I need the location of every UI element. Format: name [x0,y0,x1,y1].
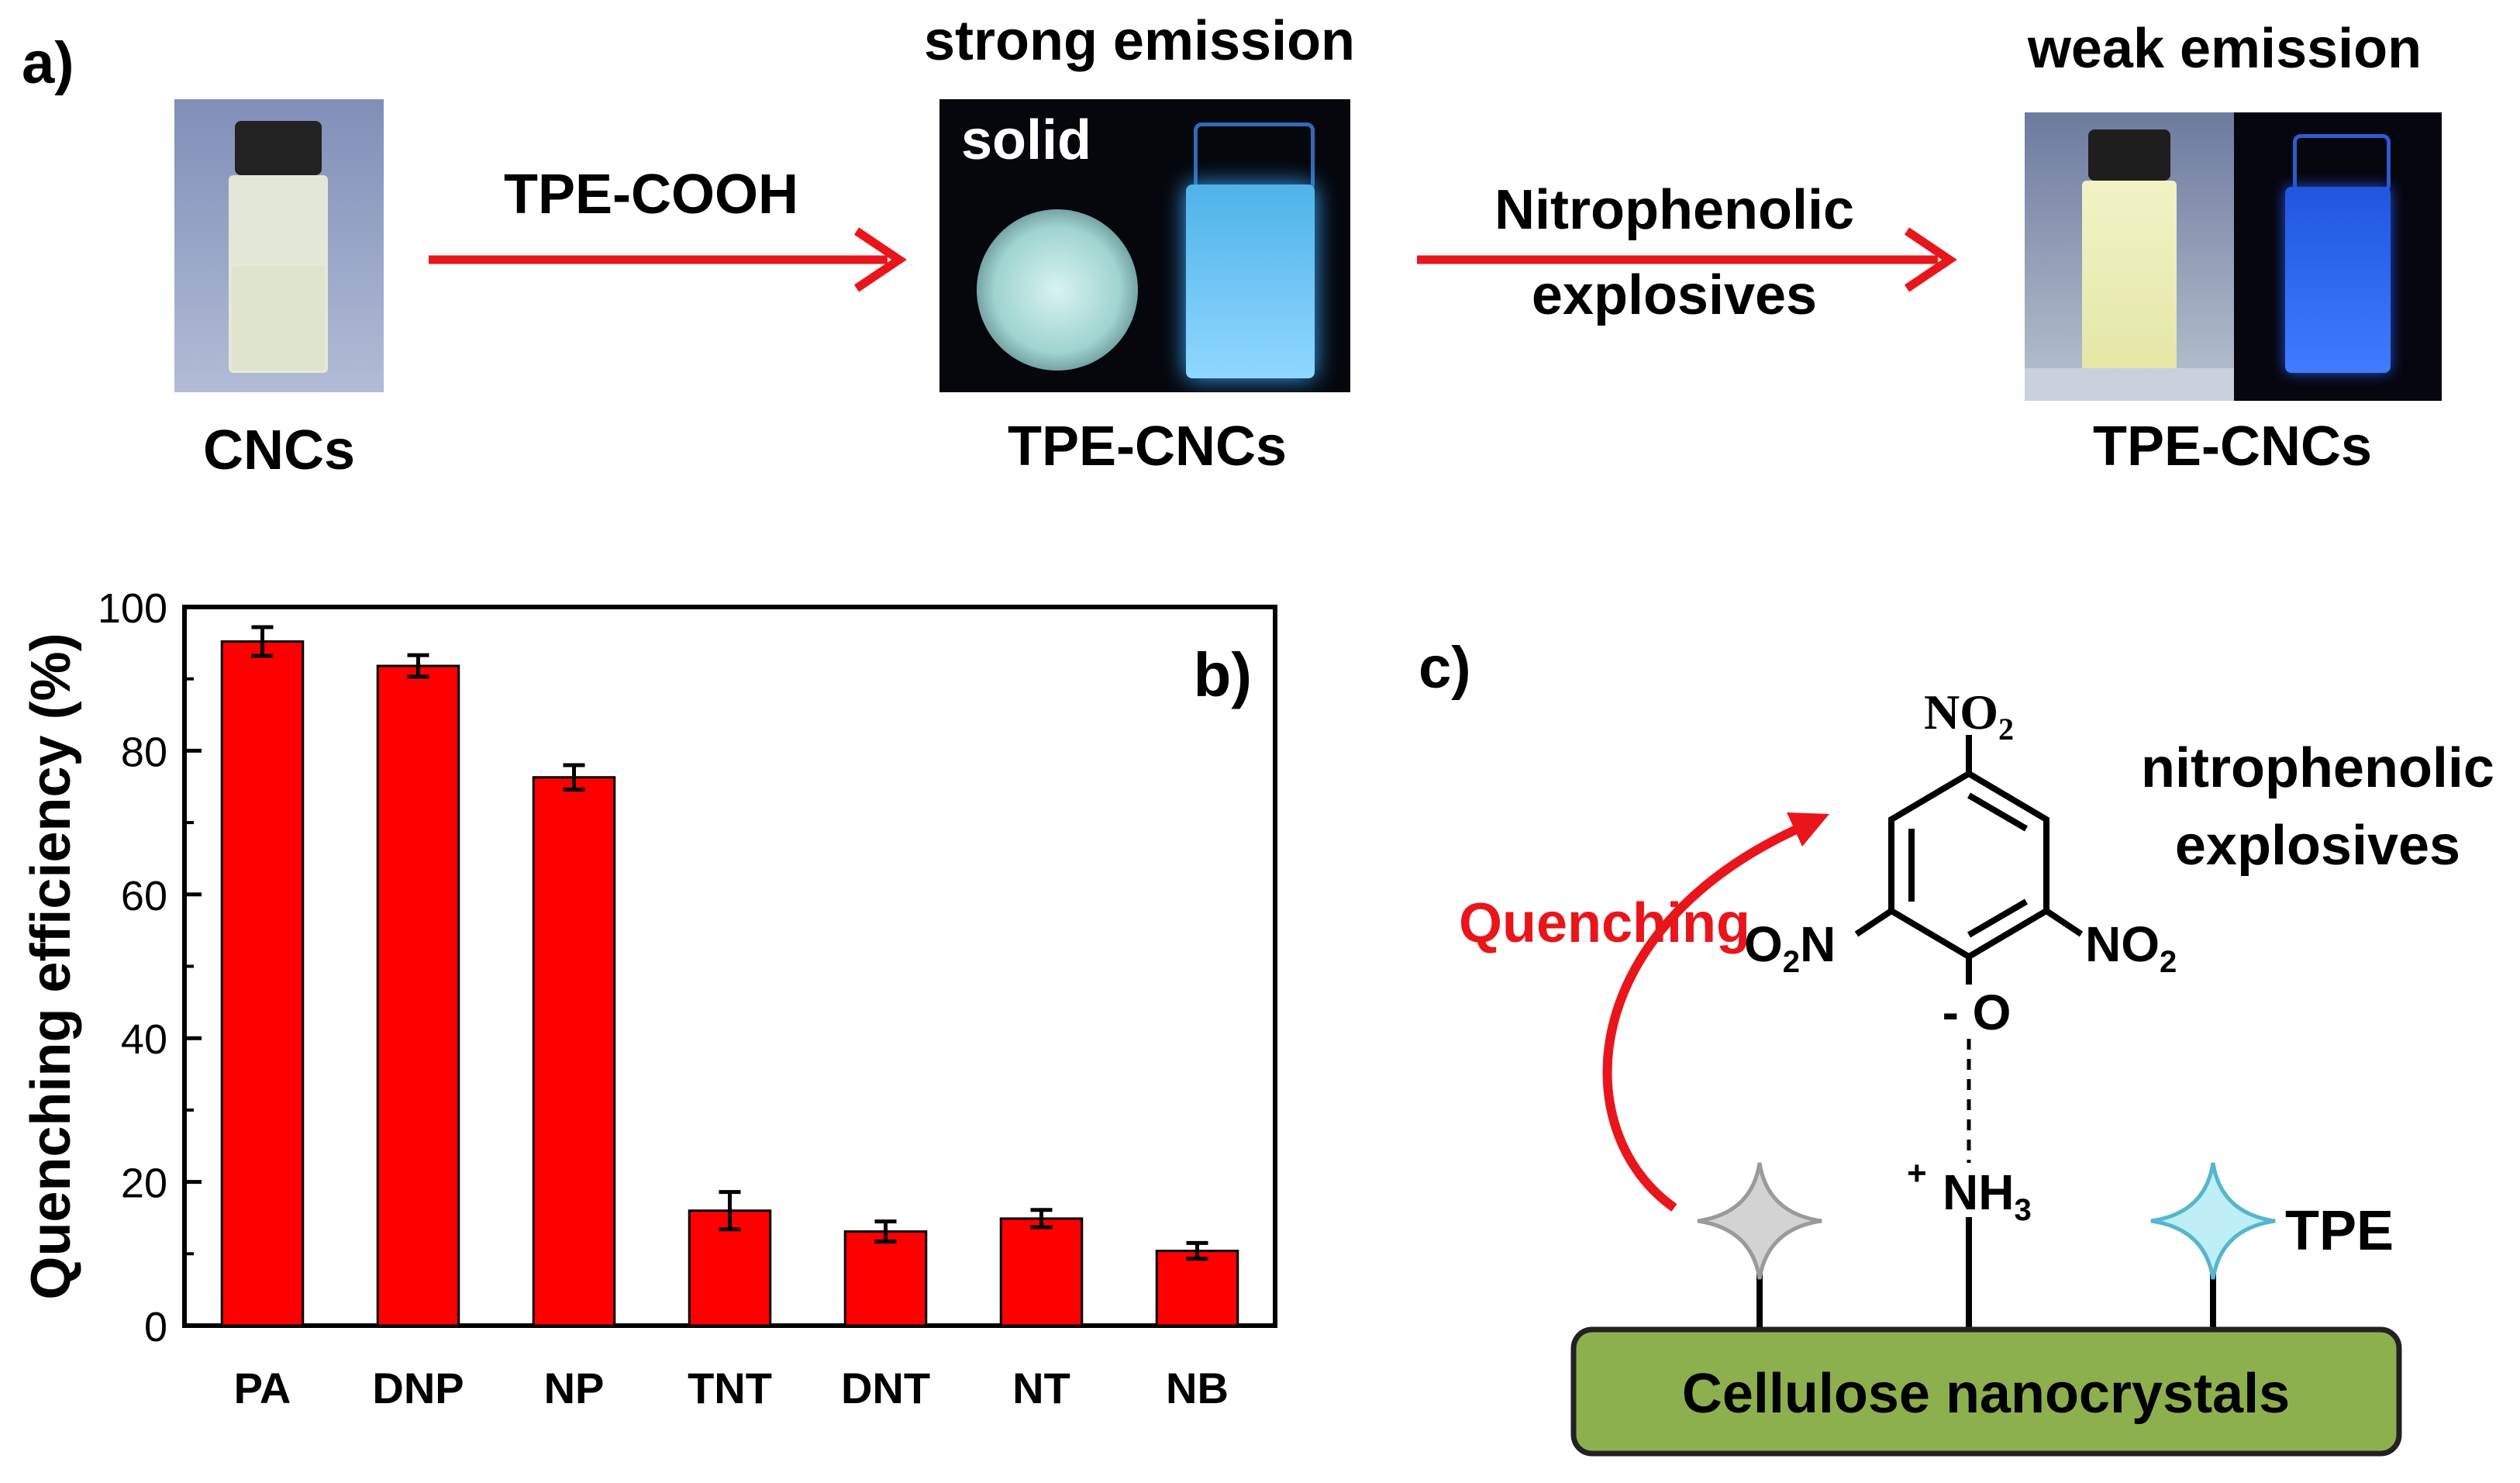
quenched-tpe-star-icon [1697,1162,1822,1333]
sensing-mechanism-diagram: Quenching NO2 O2N NO2 - O + NH3 nitro [1459,685,2494,1457]
weak-emission-label: weak emission [2027,18,2422,80]
quenching-arrowhead [1787,812,1829,847]
cncs-label: CNCs [202,419,356,481]
picric-acid-molecule [1854,735,2084,1333]
substrate-label: Cellulose nanocrystals [1682,1363,2290,1425]
nitrophenolic-label-line2: explosives [2175,815,2460,877]
y-tick-label: 60 [121,873,167,919]
nitro-left-tail: N [1800,916,1836,972]
x-tick-label: NT [1012,1364,1070,1412]
y-tick-label: 80 [121,729,167,775]
tpe-star-icon [2150,1162,2276,1333]
bar-dnp [376,664,460,1327]
panel-a-label: a) [22,30,74,96]
y-axis-label: Quenching efficiency (%) [20,633,82,1299]
solid-label: solid [961,109,1092,171]
svg-text:NH3: NH3 [1943,1164,2032,1227]
y-tick-label: 20 [121,1161,167,1207]
nitro-right-subscript: 2 [2160,945,2177,979]
arrow2 [1417,227,1957,292]
cncs-vial-photo [174,99,384,392]
bar-dnt [843,1230,928,1327]
tpe-cncs-strong-photo [939,99,1350,392]
y-tick-label: 100 [98,585,167,632]
x-tick-label: PA [234,1364,291,1412]
nitro-left: O [1744,916,1783,972]
quenching-arrow [1602,817,1816,1212]
strong-emission-label: strong emission [923,10,1356,72]
quenching-label: Quenching [1459,892,1750,954]
arrow2-label-line2: explosives [1531,264,1818,326]
x-tick-label: NB [1166,1364,1229,1412]
cellulose-nanocrystal-substrate [1570,1326,2402,1457]
tpe-label: TPE [2285,1200,2394,1262]
y-tick-label: 0 [144,1304,167,1350]
nitro-right: NO [2085,916,2160,972]
x-tick-label: DNT [841,1364,930,1412]
bar-np [532,776,616,1327]
ammonium-subscript: 3 [2014,1193,2031,1227]
panel-b-label: b) [1193,640,1252,709]
svg-text:NO2: NO2 [2085,916,2177,979]
tpe-cncs-weak-daylight-photo [2025,112,2234,401]
arrow1 [429,227,907,292]
svg-text:O2N: O2N [1744,916,1836,979]
tpe-cncs-label-2: TPE-CNCs [2092,416,2373,478]
x-tick-label: NP [544,1364,605,1412]
nitro-top-subscript: 2 [1998,712,2014,747]
quenching-efficiency-bar-chart: 0 20 40 60 80 100 PA DNP NP TNT DNT NT NB Quenching… [20,585,1277,1412]
phenolate-oxygen: - O [1943,985,2012,1040]
bar-pa [220,640,305,1327]
nitro-top: NO [1924,685,1998,740]
tpe-cncs-weak-uv-photo [2234,112,2442,401]
nitrophenolic-label-line1: nitrophenolic [2141,737,2494,799]
panel-c-label: c) [1419,635,1471,701]
x-tick-label: TNT [688,1364,772,1412]
ammonium-charge: + [1907,1154,1927,1192]
tpe-cncs-label-1: TPE-CNCs [1007,416,1288,478]
x-tick-label: DNP [372,1364,464,1412]
nitro-left-subscript: 2 [1783,945,1800,979]
arrow2-label-line1: Nitrophenolic [1494,179,1854,241]
svg-text:NO2: NO2 [1924,685,2014,747]
bar-nt [999,1217,1084,1327]
arrow1-label: TPE-COOH [503,164,798,226]
y-tick-label: 40 [121,1016,167,1063]
ammonium-group: NH [1943,1164,2014,1220]
bar-nb [1155,1250,1239,1327]
